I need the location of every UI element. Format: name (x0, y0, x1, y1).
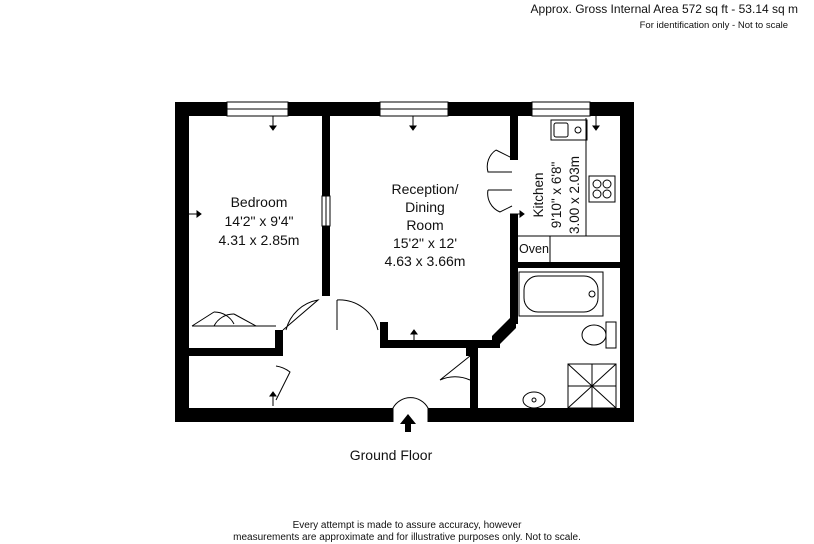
oven-label: Oven (519, 242, 549, 256)
reception-door (336, 299, 379, 331)
reception-name-3: Room (406, 217, 443, 233)
hob-icon (588, 175, 616, 203)
window-markers (185, 116, 600, 406)
doors (191, 149, 513, 422)
reception-name-2: Dining (405, 199, 445, 215)
cupboard-door (275, 365, 291, 401)
bathroom-fixtures (518, 271, 617, 409)
disclaimer-line-2: measurements are approximate and for ill… (233, 532, 581, 543)
kitchen-metric: 3.00 x 2.03m (567, 156, 582, 234)
bedroom-name: Bedroom (231, 194, 288, 210)
reception-imperial: 15'2" x 12' (393, 235, 457, 251)
windows (226, 101, 591, 117)
outer-walls (175, 102, 634, 422)
interior-walls (189, 116, 620, 408)
identification-note: For identification only - Not to scale (639, 20, 788, 31)
kitchen-door-upper (486, 149, 513, 173)
bath-icon (518, 271, 604, 317)
reception-label: Reception/ Dining Room 15'2" x 12' 4.63 … (385, 181, 466, 269)
wardrobe-door-left (191, 311, 235, 327)
entrance-door (392, 397, 429, 422)
toilet-cistern-icon (605, 321, 617, 349)
bedroom-imperial: 14'2" x 9'4" (225, 213, 294, 229)
floor-label: Ground Floor (350, 447, 433, 463)
basin-icon (522, 391, 546, 409)
entrance-arrow-icon (400, 414, 416, 432)
wardrobe-door-right (213, 313, 257, 327)
bedroom-metric: 4.31 x 2.85m (219, 232, 300, 248)
gross-area-text: Approx. Gross Internal Area 572 sq ft - … (530, 2, 798, 16)
internal-glazed-panel (321, 195, 331, 227)
disclaimer-line-1: Every attempt is made to assure accuracy… (292, 520, 522, 531)
kitchen-name: Kitchen (531, 172, 546, 217)
reception-name-1: Reception/ (392, 181, 459, 197)
toilet-icon (581, 324, 607, 346)
kitchen-imperial: 9'10" x 6'8" (549, 162, 564, 229)
kitchen-fixtures (518, 118, 620, 262)
reception-metric: 4.63 x 3.66m (385, 253, 466, 269)
sink-icon (550, 119, 588, 141)
kitchen-label: Kitchen 9'10" x 6'8" 3.00 x 2.03m (531, 156, 582, 234)
kitchen-door-lower (487, 189, 513, 213)
bedroom-door (282, 299, 320, 331)
bedroom-label: Bedroom 14'2" x 9'4" 4.31 x 2.85m (219, 194, 300, 248)
bathroom-door (439, 355, 471, 381)
